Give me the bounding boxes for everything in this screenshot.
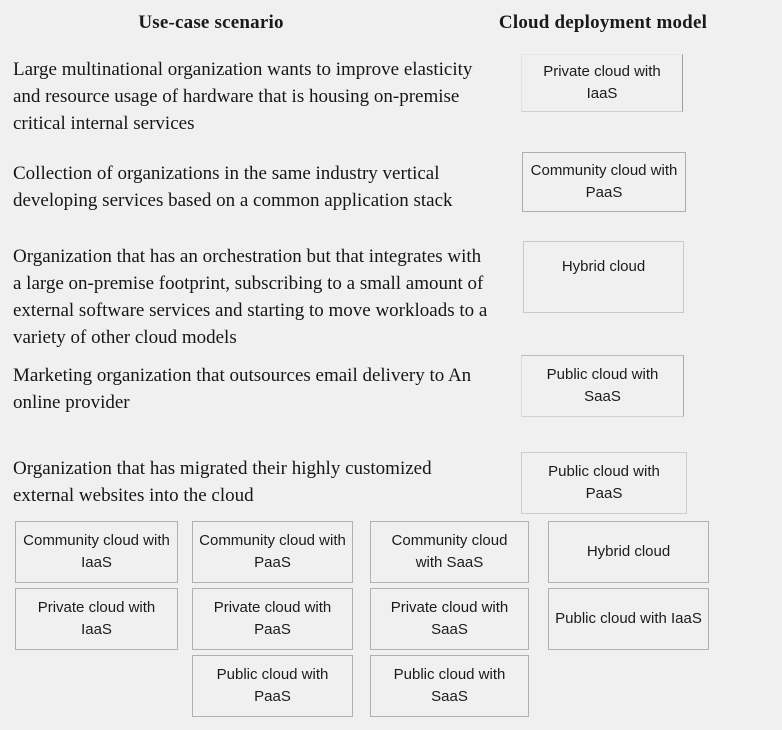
option-community-cloud-with-saas[interactable]: Community cloud with SaaS <box>370 521 529 583</box>
option-label: Public cloud with IaaS <box>555 610 702 627</box>
answer-box-3[interactable]: Hybrid cloud <box>523 241 684 313</box>
answer-box-2[interactable]: Community cloud with PaaS <box>522 152 686 212</box>
column-header-cloud-deployment-model: Cloud deployment model <box>498 12 708 33</box>
answer-box-5[interactable]: Public cloud with PaaS <box>521 452 687 514</box>
answer-box-5-label: Public cloud with PaaS <box>548 463 660 502</box>
option-label: Private cloud with PaaS <box>213 599 332 638</box>
scenario-text-2: Collection of organizations in the same … <box>13 163 453 211</box>
scenario-text-5: Organization that has migrated their hig… <box>13 458 432 506</box>
answer-box-3-label: Hybrid cloud <box>561 258 646 275</box>
option-community-cloud-with-paas[interactable]: Community cloud with PaaS <box>192 521 353 583</box>
option-label: Private cloud with SaaS <box>390 599 509 638</box>
answer-box-1[interactable]: Private cloud with IaaS <box>521 54 683 112</box>
option-public-cloud-with-paas[interactable]: Public cloud with PaaS <box>192 655 353 717</box>
answer-box-1-label: Private cloud with IaaS <box>543 63 661 102</box>
option-community-cloud-with-iaas[interactable]: Community cloud with IaaS <box>15 521 178 583</box>
option-public-cloud-with-iaas[interactable]: Public cloud with IaaS <box>548 588 709 650</box>
option-label: Public cloud with SaaS <box>393 666 506 705</box>
answer-box-4-label: Public cloud with SaaS <box>546 366 659 405</box>
option-private-cloud-with-iaas[interactable]: Private cloud with IaaS <box>15 588 178 650</box>
column-header-use-case-scenario: Use-case scenario <box>138 12 284 33</box>
option-public-cloud-with-saas[interactable]: Public cloud with SaaS <box>370 655 529 717</box>
scenario-text-4: Marketing organization that outsources e… <box>13 365 472 413</box>
option-label: Community cloud with PaaS <box>199 532 346 571</box>
option-private-cloud-with-saas[interactable]: Private cloud with SaaS <box>370 588 529 650</box>
answer-box-2-label: Community cloud with PaaS <box>530 162 678 201</box>
scenario-text-3: Organization that has an orchestration b… <box>13 246 488 348</box>
option-label: Hybrid cloud <box>586 543 671 560</box>
option-hybrid-cloud[interactable]: Hybrid cloud <box>548 521 709 583</box>
option-label: Private cloud with IaaS <box>37 599 156 638</box>
option-label: Public cloud with PaaS <box>216 666 329 705</box>
option-label: Community cloud with SaaS <box>391 532 508 571</box>
answer-box-4[interactable]: Public cloud with SaaS <box>521 355 684 417</box>
option-label: Community cloud with IaaS <box>23 532 170 571</box>
scenario-text-1: Large multinational organization wants t… <box>13 59 473 134</box>
option-private-cloud-with-paas[interactable]: Private cloud with PaaS <box>192 588 353 650</box>
